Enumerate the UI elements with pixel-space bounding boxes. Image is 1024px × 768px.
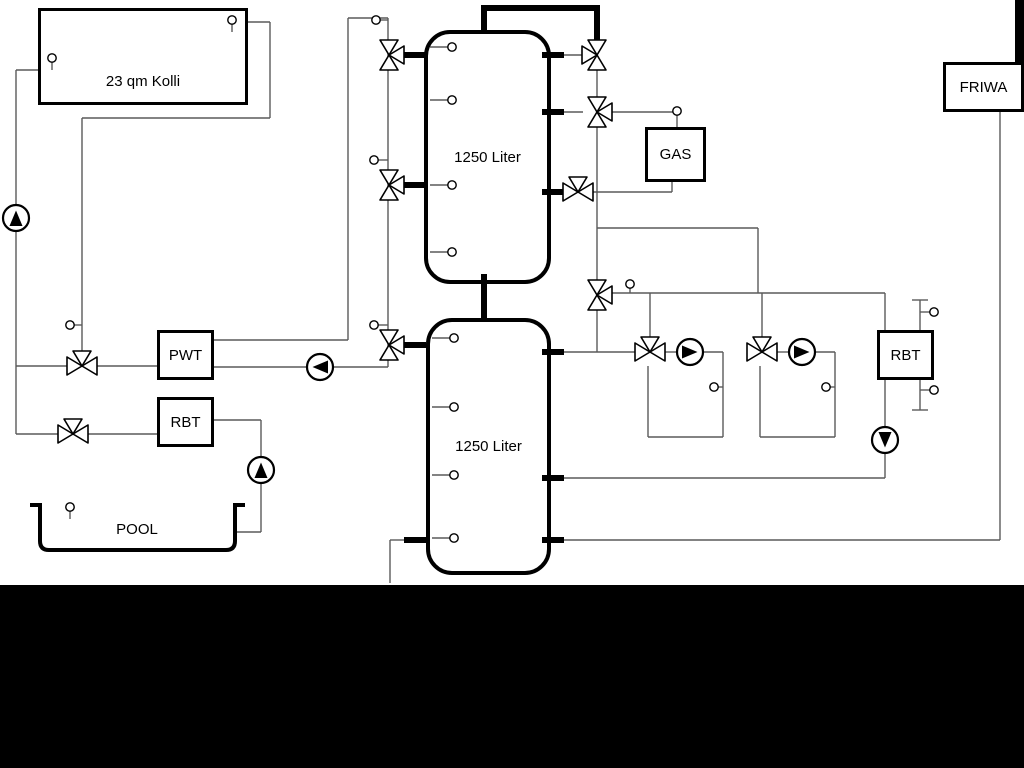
pwt-heat-exchanger-box: PWT	[157, 330, 214, 380]
temp-sensors	[47, 15, 939, 543]
solar-collector-label: 23 qm Kolli	[105, 73, 181, 90]
temp-sensor-icon	[672, 106, 682, 116]
temp-sensor-icon	[47, 53, 57, 63]
buffer-tank-2-label: 1250 Liter	[455, 438, 522, 455]
temp-sensor-icon	[227, 15, 237, 25]
temp-sensor-icon	[929, 307, 939, 317]
letterbox-bottom	[0, 585, 1024, 768]
valve-gas-return-icon	[562, 176, 594, 202]
pwt-label: PWT	[168, 346, 203, 364]
pump-circuit2-icon	[787, 337, 817, 367]
pump-pool-icon	[246, 455, 276, 485]
temp-sensor-icon	[709, 382, 719, 392]
gas-boiler-box: GAS	[645, 127, 706, 182]
pool-basin	[30, 503, 245, 552]
rbt-left-box: RBT	[157, 397, 214, 447]
valve-pwt-primary-icon	[66, 350, 98, 376]
rbt-left-label: RBT	[170, 413, 201, 431]
pump-solar-icon	[1, 203, 31, 233]
temp-sensor-icon	[371, 15, 381, 25]
buffer-tank-1-label: 1250 Liter	[454, 148, 521, 166]
temp-sensor-icon	[625, 279, 635, 289]
rbt-right-label: RBT	[890, 346, 921, 364]
temp-sensor-icon	[369, 320, 379, 330]
pump-pwt-icon	[305, 352, 335, 382]
temp-sensor-icon	[65, 502, 75, 512]
pump-circuit1-icon	[675, 337, 705, 367]
valve-rbt-primary-icon	[57, 418, 89, 444]
valve-solar-tank2-icon	[379, 329, 405, 361]
valve-tank1-header-icon	[581, 39, 607, 71]
temp-sensor-icon	[447, 180, 457, 190]
temp-sensor-icon	[369, 155, 379, 165]
solar-collector-box: 23 qm Kolli	[38, 8, 248, 105]
pipe-network	[15, 17, 1001, 583]
gas-boiler-label: GAS	[659, 146, 692, 163]
temp-sensor-icon	[449, 402, 459, 412]
main-pipes	[402, 0, 1024, 543]
friwa-station-label: FRIWA	[959, 78, 1008, 96]
valve-mixer-circuit1-icon	[634, 336, 666, 362]
temp-sensor-icon	[821, 382, 831, 392]
temp-sensor-icon	[929, 385, 939, 395]
valve-gas-supply-icon	[587, 96, 613, 128]
pool-label: POOL	[116, 521, 158, 538]
valve-solar-tank1-mid-icon	[379, 169, 405, 201]
valve-mixer-circuit2-icon	[746, 336, 778, 362]
buffer-tank-2: 1250 Liter	[426, 318, 551, 575]
pipe-hot-water-offpage	[1015, 0, 1024, 112]
piping-layer	[1, 0, 1024, 583]
rbt-right-box: RBT	[877, 330, 934, 380]
buffer-tank-1: 1250 Liter	[424, 30, 551, 284]
valve-solar-tank1-top-icon	[379, 39, 405, 71]
temp-sensor-icon	[447, 95, 457, 105]
friwa-station-box: FRIWA	[943, 62, 1024, 112]
valve-heating-header-icon	[587, 279, 613, 311]
temp-sensor-icon	[449, 470, 459, 480]
temp-sensor-icon	[449, 533, 459, 543]
temp-sensor-icon	[447, 247, 457, 257]
pump-rbt-icon	[870, 425, 900, 455]
temp-sensor-icon	[65, 320, 75, 330]
